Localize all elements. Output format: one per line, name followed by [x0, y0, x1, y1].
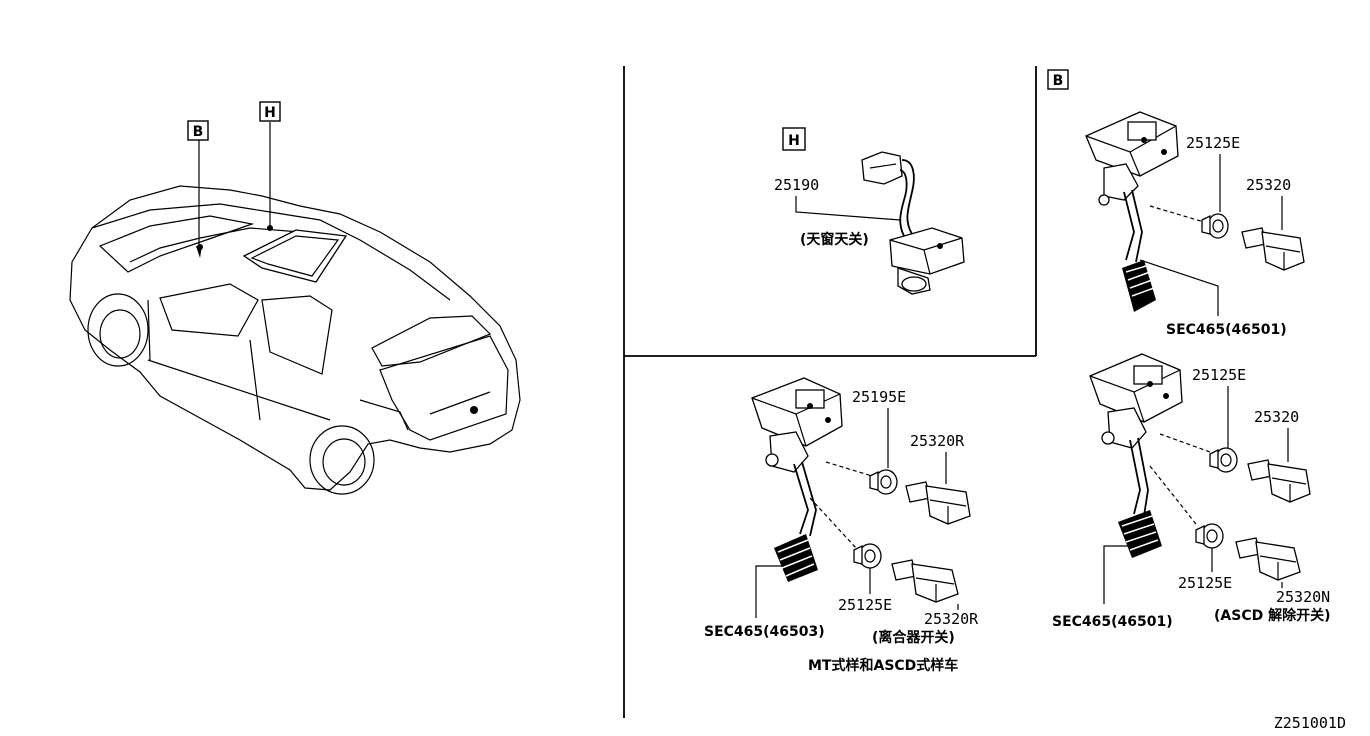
switch-25320R-upper	[905, 481, 971, 525]
part-label-25195E: 25195E	[852, 388, 906, 406]
part-label-25125E: 25125E	[1186, 134, 1240, 152]
section-ref-b: SEC465(46501)	[1166, 322, 1287, 338]
switch-25320N	[1235, 537, 1301, 581]
panel-b-marker-box	[1047, 69, 1069, 90]
panel-mt: 25195E 25320R 25125E 25320R	[704, 377, 979, 674]
callout-b-label: B	[193, 124, 204, 140]
panel-b: B 25125E 25320	[1047, 69, 1305, 338]
part-label-25320-at: 25320	[1254, 408, 1299, 426]
callout-h-label: H	[264, 105, 276, 121]
part-label-25320R-upper: 25320R	[910, 432, 965, 450]
part-label-25320R-lower: 25320R	[924, 610, 979, 628]
callout-b-marker	[196, 140, 203, 258]
clutch-switch-desc: (离合器开关)	[872, 629, 955, 646]
ascd-switch-desc: (ASCD 解除开关)	[1214, 607, 1330, 624]
car-illustration	[69, 122, 521, 495]
part-label-25125E-at-upper: 25125E	[1192, 366, 1246, 384]
callout-b-box	[187, 120, 209, 141]
panel-b-marker: B	[1053, 73, 1064, 89]
mt-pedal-drawing	[751, 377, 843, 582]
sunroof-switch-desc: (天窗天关)	[800, 231, 869, 248]
grommet-25125E-at-lower	[1195, 523, 1224, 549]
panel-h: H 25190 (天窗天关)	[774, 127, 965, 295]
sunroof-switch-drawing	[861, 151, 965, 295]
panel-h-marker-box	[782, 127, 806, 151]
section-ref-mt: SEC465(46503)	[704, 624, 825, 640]
part-label-25125E-at-lower: 25125E	[1178, 574, 1232, 592]
switch-25320	[1241, 227, 1305, 271]
diagram-id: Z251001D	[1274, 714, 1346, 732]
grommet-25125E-lower-mt	[853, 543, 882, 569]
panel-dividers	[623, 66, 1037, 718]
part-label-25320N: 25320N	[1276, 588, 1330, 606]
grommet-25195E	[869, 469, 898, 495]
grommet-25125E	[1201, 213, 1229, 239]
switch-25320R-lower	[891, 559, 959, 603]
mt-caption: MT式样和ASCD式样车	[808, 657, 958, 674]
callout-h-box	[259, 101, 281, 122]
panel-b-pedal-drawing	[1085, 111, 1179, 312]
part-label-25125E-mt: 25125E	[838, 596, 892, 614]
callout-h-marker	[267, 122, 273, 231]
at-pedal-drawing	[1089, 353, 1183, 558]
panel-at: 25125E 25320 25125E 25320N	[1052, 353, 1330, 630]
switch-25320-at	[1247, 459, 1311, 503]
section-ref-at: SEC465(46501)	[1052, 614, 1173, 630]
part-label-25320: 25320	[1246, 176, 1291, 194]
grommet-25125E-at-upper	[1209, 447, 1238, 473]
panel-h-marker: H	[788, 133, 800, 149]
part-label-25190: 25190	[774, 176, 819, 194]
